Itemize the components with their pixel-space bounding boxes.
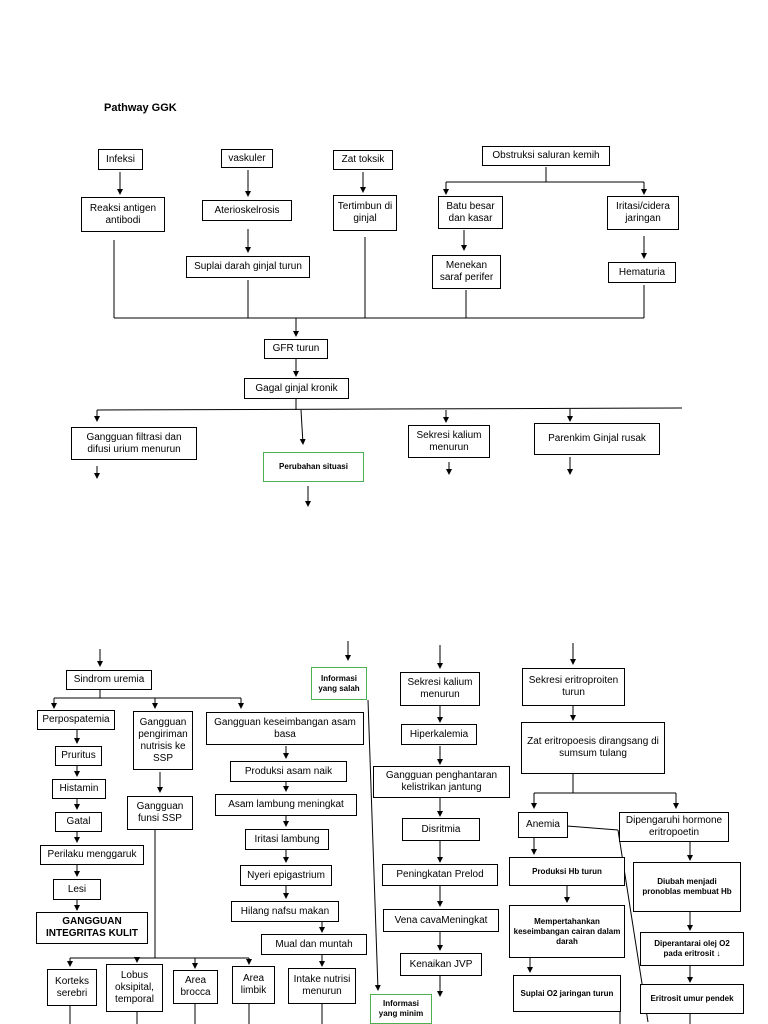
node-menekan-saraf: Menekan saraf perifer xyxy=(432,255,501,289)
node-reaksi-antigen: Reaksi antigen antibodi xyxy=(81,197,165,232)
node-sekresi-kalium-1: Sekresi kalium menurun xyxy=(408,425,490,458)
node-sekresi-kalium-2: Sekresi kalium menurun xyxy=(400,672,480,706)
node-histamin: Histamin xyxy=(52,779,106,799)
node-hilang-nafsu: Hilang nafsu makan xyxy=(231,901,339,922)
node-gangguan-fungsi-ssp: Gangguan funsi SSP xyxy=(127,796,193,830)
node-lobus: Lobus oksipital, temporal xyxy=(106,964,163,1012)
node-kenaikan-jvp: Kenaikan JVP xyxy=(400,953,482,976)
node-perilaku-menggaruk: Perilaku menggaruk xyxy=(40,845,144,865)
node-infeksi: Infeksi xyxy=(98,149,143,170)
node-anemia: Anemia xyxy=(518,812,568,838)
node-mempertahankan: Mempertahankan keseimbangan cairan dalam… xyxy=(509,905,625,958)
node-peningkatan-prelod: Peningkatan Prelod xyxy=(382,864,498,886)
node-gatal: Gatal xyxy=(55,812,102,832)
node-gangguan-filtrasi: Gangguan filtrasi dan difusi urium menur… xyxy=(71,427,197,460)
node-obstruksi: Obstruksi saluran kemih xyxy=(482,146,610,166)
node-hormone-eritropoetin: Dipengaruhi hormone eritropoetin xyxy=(619,812,729,842)
node-gangguan-penghantaran: Gangguan penghantaran kelistrikan jantun… xyxy=(373,766,510,798)
node-suplai-o2: Suplai O2 jaringan turun xyxy=(513,975,621,1012)
node-aterioskelrosis: Aterioskelrosis xyxy=(202,200,292,221)
node-asam-lambung: Asam lambung meningkat xyxy=(215,794,357,816)
node-hiperkalemia: Hiperkalemia xyxy=(401,724,477,745)
diagram-title: Pathway GGK xyxy=(104,102,177,114)
node-lesi: Lesi xyxy=(53,879,101,900)
node-produksi-hb: Produksi Hb turun xyxy=(509,857,625,886)
node-area-limbik: Area limbik xyxy=(232,966,275,1004)
node-eritrosit-umur: Eritrosit umur pendek xyxy=(640,984,744,1014)
node-gfr-turun: GFR turun xyxy=(264,339,328,359)
node-parenkim: Parenkim Ginjal rusak xyxy=(534,423,660,455)
node-gangguan-integritas: GANGGUAN INTEGRITAS KULIT xyxy=(36,912,148,944)
node-suplai-darah: Suplai darah ginjal turun xyxy=(186,256,310,278)
node-pruritus: Pruritus xyxy=(55,746,102,766)
node-gangguan-nutrisi-ssp: Gangguan pengiriman nutrisis ke SSP xyxy=(133,711,193,770)
node-hematuria: Hematuria xyxy=(608,262,676,283)
node-sindrom-uremia: Sindrom uremia xyxy=(66,670,152,690)
node-diubah-pronoblas: Diubah menjadi pronoblas membuat Hb xyxy=(633,862,741,912)
node-vaskuler: vaskuler xyxy=(221,149,273,168)
node-mual-muntah: Mual dan muntah xyxy=(261,934,367,955)
node-zat-toksik: Zat toksik xyxy=(333,150,393,170)
node-intake-nutrisi: Intake nutrisi menurun xyxy=(288,968,356,1004)
node-zat-eritropoesis: Zat eritropoesis dirangsang di sumsum tu… xyxy=(521,722,665,774)
node-iritasi-cidera: Iritasi/cidera jaringan xyxy=(607,196,679,230)
node-sekresi-eritropoitin: Sekresi eritroproiten turun xyxy=(522,668,625,706)
node-diperantarai: Diperantarai olej O2 pada eritrosit ↓ xyxy=(640,932,744,966)
node-vena-cava: Vena cavaMeningkat xyxy=(383,909,499,932)
node-informasi-minim: Informasi yang minim xyxy=(370,994,432,1024)
node-perubahan-situasi: Perubahan situasi xyxy=(263,452,364,482)
node-perpospatemia: Perpospatemia xyxy=(37,710,115,730)
node-disritmia: Disritmia xyxy=(402,818,480,841)
node-produksi-asam: Produksi asam naik xyxy=(230,761,347,782)
node-informasi-salah: Informasi yang salah xyxy=(311,667,367,700)
node-batu-besar: Batu besar dan kasar xyxy=(438,196,503,229)
node-nyeri-epigastrium: Nyeri epigastrium xyxy=(240,865,332,886)
node-area-brocca: Area brocca xyxy=(173,970,218,1004)
node-gagal-ginjal: Gagal ginjal kronik xyxy=(244,378,349,399)
node-tertimbun: Tertimbun di ginjal xyxy=(333,195,397,231)
node-gangguan-asam-basa: Gangguan keseimbangan asam basa xyxy=(206,712,364,745)
node-iritasi-lambung: Iritasi lambung xyxy=(245,829,329,850)
node-korteks: Korteks serebri xyxy=(47,969,97,1006)
